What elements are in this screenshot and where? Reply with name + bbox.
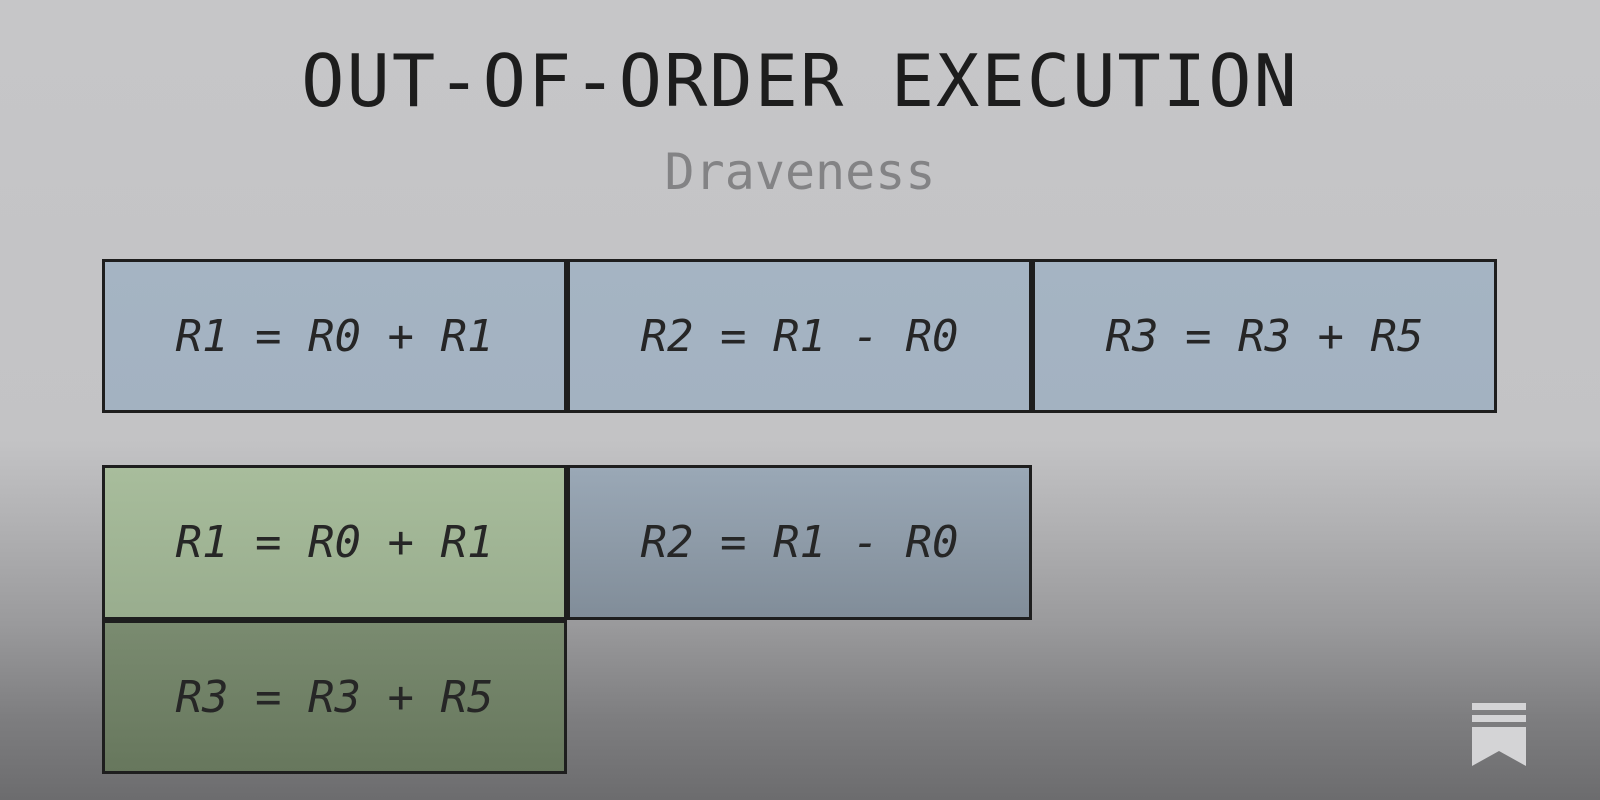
pending-instruction-2: R2 = R1 - R0 [567,465,1032,620]
program-instruction-3: R3 = R3 + R5 [1032,259,1497,413]
program-instruction-1: R1 = R0 + R1 [102,259,567,413]
executed-instruction-1: R1 = R0 + R1 [102,465,567,620]
executed-instruction-3: R3 = R3 + R5 [102,620,567,774]
diagram-title: OUT-OF-ORDER EXECUTION [301,39,1299,123]
bookmark-logo-icon [1470,703,1528,769]
program-instruction-2: R2 = R1 - R0 [567,259,1032,413]
diagram-author: Draveness [664,143,936,201]
